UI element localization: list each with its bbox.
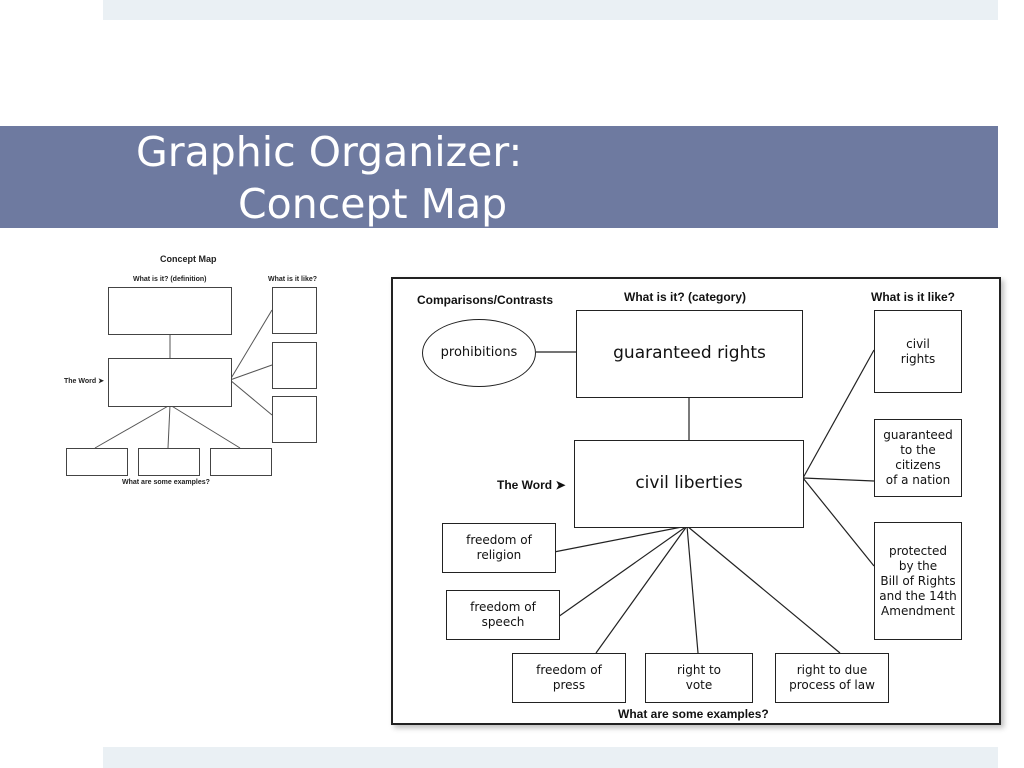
example-item-2: freedom of speech	[446, 590, 560, 640]
concept-map-connectors	[536, 349, 875, 654]
template-word-box	[108, 358, 232, 407]
civil-liberties-concept-map: Comparisons/Contrasts What is it? (categ…	[391, 277, 1001, 725]
like-item-3: protected by the Bill of Rights and the …	[874, 522, 962, 640]
template-examples-label: What are some examples?	[122, 479, 210, 486]
example-item-1: freedom of religion	[442, 523, 556, 573]
example-item-3: freedom of press	[512, 653, 626, 703]
template-heading: Concept Map	[160, 254, 217, 264]
examples-label: What are some examples?	[618, 707, 769, 721]
top-accent-strip	[103, 0, 998, 20]
slide-title-line1: Graphic Organizer:	[136, 128, 523, 176]
word-label: The Word ➤	[497, 478, 566, 492]
example-item-5: right to due process of law	[775, 653, 889, 703]
word-box: civil liberties	[574, 440, 804, 528]
template-definition-label: What is it? (definition)	[133, 276, 207, 283]
template-like-label: What is it like?	[268, 276, 318, 283]
title-band	[0, 126, 998, 228]
category-label: What is it? (category)	[624, 290, 747, 304]
slide-title-line2: Concept Map	[238, 180, 508, 228]
bottom-accent-strip	[103, 747, 998, 768]
like-item-2: guaranteed to the citizens of a nation	[874, 419, 962, 497]
comparisons-label: Comparisons/Contrasts	[417, 293, 554, 307]
concept-map-template: Concept Map What is it? (definition) Wha…	[60, 250, 350, 495]
template-example-box-2	[138, 448, 200, 476]
template-like-box-1	[272, 287, 317, 334]
template-connectors	[94, 309, 273, 449]
like-label: What is it like?	[871, 290, 956, 304]
like-item-1: civil rights	[874, 310, 962, 393]
template-definition-box	[108, 287, 232, 335]
template-like-box-2	[272, 342, 317, 389]
template-example-box-1	[66, 448, 128, 476]
template-word-label: The Word ➤	[64, 378, 104, 385]
comparison-prohibitions: prohibitions	[422, 319, 536, 387]
template-like-box-3	[272, 396, 317, 443]
template-example-box-3	[210, 448, 272, 476]
category-box: guaranteed rights	[576, 310, 803, 398]
example-item-4: right to vote	[645, 653, 753, 703]
